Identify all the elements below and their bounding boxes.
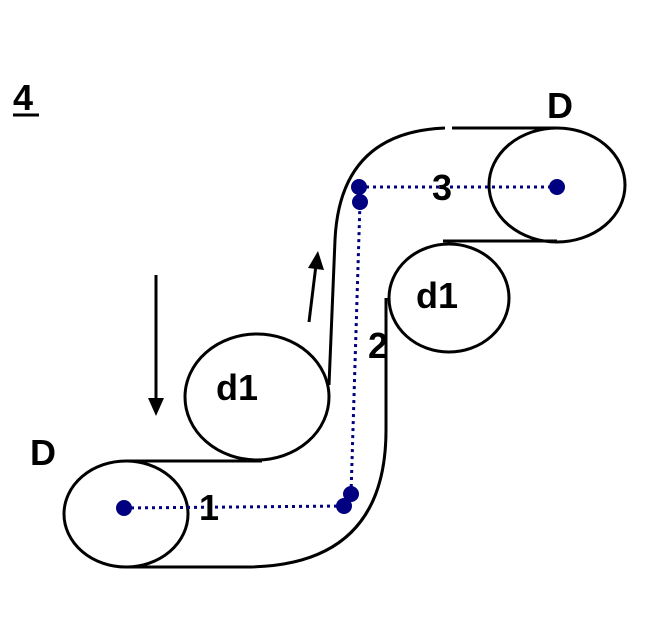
label-segment-2: 2: [368, 325, 388, 366]
figure-number: 4: [13, 77, 33, 118]
pulley-small-right: [387, 242, 511, 354]
dotted-segment-2: [349, 201, 362, 495]
path-point: [352, 194, 368, 210]
label-segment-1: 1: [199, 487, 219, 528]
label-pulley-small-right: d1: [416, 275, 458, 316]
label-segment-3: 3: [432, 167, 452, 208]
arrow-down-head: [148, 398, 164, 416]
label-pulley-large-right: D: [547, 85, 573, 126]
path-point: [343, 486, 359, 502]
path-point: [116, 500, 132, 516]
arrow-up-head: [308, 251, 324, 270]
label-pulley-small-left: d1: [216, 367, 258, 408]
belt-upper-curve: [327, 126, 446, 386]
arrow-up-shaft: [307, 264, 318, 323]
path-point: [351, 179, 367, 195]
path-point: [549, 179, 565, 195]
path-point: [336, 498, 352, 514]
label-pulley-large-left: D: [30, 432, 56, 473]
dotted-segment-1: [123, 504, 345, 510]
belt-lower-curve: [126, 298, 388, 569]
